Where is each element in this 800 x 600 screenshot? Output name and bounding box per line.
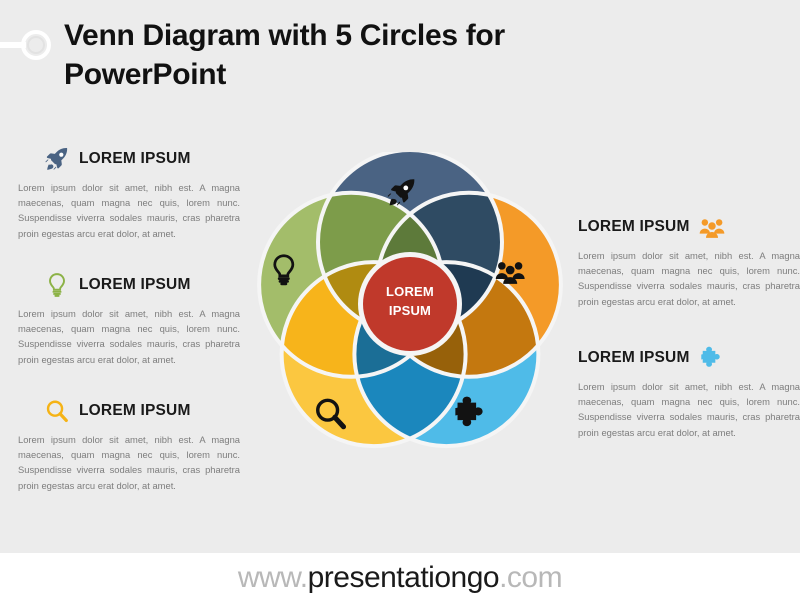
venn-lightbulb-icon (273, 254, 295, 286)
text-block-title: LOREM IPSUM (79, 150, 191, 167)
page-title: Venn Diagram with 5 Circles for PowerPoi… (64, 16, 664, 94)
text-block-header: LOREM IPSUM (18, 268, 240, 302)
footer-prefix: www. (237, 561, 308, 594)
text-block-header: LOREM IPSUM (18, 394, 240, 428)
text-block-idea: LOREM IPSUM Lorem ipsum dolor sit amet, … (18, 268, 240, 367)
page-title-line1: Venn Diagram with 5 Circles for (64, 19, 505, 52)
people-icon (699, 219, 724, 238)
text-block-people: LOREM IPSUM Lorem ipsum dolor sit amet, … (578, 210, 800, 309)
puzzle-icon (700, 346, 720, 367)
text-block-title: LOREM IPSUM (79, 276, 191, 293)
text-block-title: LOREM IPSUM (79, 402, 191, 419)
venn-rocket-icon (387, 178, 415, 206)
footer-band (0, 553, 800, 600)
text-block-header: LOREM IPSUM (578, 341, 800, 375)
text-block-body: Lorem ipsum dolor sit amet, nibh est. A … (18, 434, 240, 491)
text-block-rocket: LOREM IPSUM Lorem ipsum dolor sit amet, … (18, 142, 240, 241)
text-block-body: Lorem ipsum dolor sit amet, nibh est. A … (578, 250, 800, 307)
venn-center-circle[interactable] (363, 257, 457, 351)
text-block-header: LOREM IPSUM (18, 142, 240, 176)
footer-website[interactable]: www.presentationgo.com (0, 561, 800, 595)
text-block-puzzle: LOREM IPSUM Lorem ipsum dolor sit amet, … (578, 341, 800, 440)
rocket-icon (45, 147, 68, 171)
text-block-title: LOREM IPSUM (578, 349, 690, 366)
magnifier-icon (46, 400, 68, 423)
footer-brand: presentationgo (307, 561, 500, 594)
venn-diagram (257, 152, 563, 449)
text-block-body: Lorem ipsum dolor sit amet, nibh est. A … (18, 182, 240, 239)
venn-puzzle-icon (455, 396, 483, 427)
page-title-line2: PowerPoint (64, 58, 227, 91)
text-block-title: LOREM IPSUM (578, 218, 690, 235)
text-block-header: LOREM IPSUM (578, 210, 800, 244)
venn-segment-icons (273, 178, 525, 430)
text-block-search: LOREM IPSUM Lorem ipsum dolor sit amet, … (18, 394, 240, 493)
corner-ring-decoration (0, 30, 51, 60)
footer-suffix: .com (499, 561, 563, 594)
text-block-body: Lorem ipsum dolor sit amet, nibh est. A … (18, 308, 240, 365)
text-block-body: Lorem ipsum dolor sit amet, nibh est. A … (578, 381, 800, 438)
venn-magnifier-icon (316, 398, 347, 430)
lightbulb-icon (49, 273, 65, 297)
venn-people-icon (495, 262, 525, 284)
